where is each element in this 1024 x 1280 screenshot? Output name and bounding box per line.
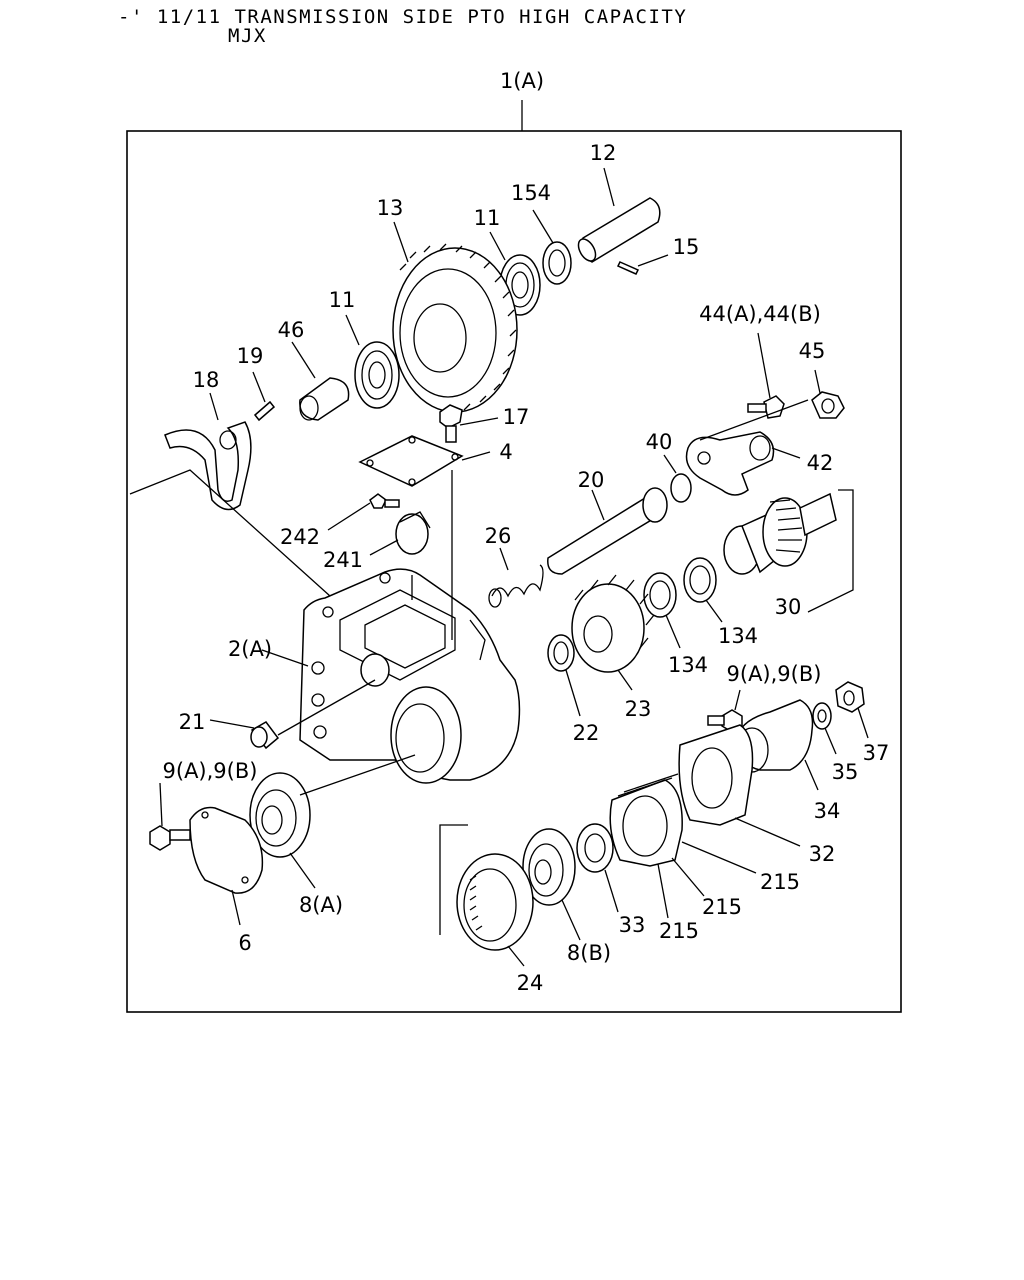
part-26-spring[interactable] (488, 564, 544, 608)
part-24-internal-gear[interactable] (456, 853, 534, 951)
label-4: 4 (499, 440, 512, 464)
label-23: 23 (625, 697, 652, 721)
part-12-shaft[interactable] (575, 197, 661, 264)
label-26: 26 (485, 524, 512, 548)
label-46: 46 (278, 318, 305, 342)
label-134-left: 134 (668, 653, 708, 677)
part-13-gear[interactable] (392, 243, 518, 413)
label-215-b: 215 (702, 895, 742, 919)
label-2A: 2(A) (228, 637, 272, 661)
label-12: 12 (590, 141, 617, 165)
part-22-oil-seal[interactable] (547, 634, 575, 672)
part-8A-ball-bearing[interactable] (249, 772, 311, 858)
label-8A: 8(A) (299, 893, 343, 917)
label-9-right: 9(A),9(B) (727, 662, 822, 686)
part-6-end-cover[interactable] (189, 806, 264, 894)
part-134-needle-bearing-1[interactable] (643, 572, 677, 618)
label-42: 42 (807, 451, 834, 475)
assembly-frame (126, 130, 902, 1013)
label-22: 22 (573, 721, 600, 745)
label-1A: 1(A) (500, 69, 544, 93)
part-42-housing[interactable] (685, 431, 775, 496)
part-30-output-shaft[interactable] (723, 492, 837, 575)
label-242: 242 (280, 525, 320, 549)
part-215-shim-pack[interactable] (609, 773, 683, 867)
label-11-upper: 11 (474, 206, 501, 230)
label-24: 24 (517, 971, 544, 995)
label-35: 35 (832, 760, 859, 784)
label-19: 19 (237, 344, 264, 368)
label-215-c: 215 (659, 919, 699, 943)
part-23-bevel-gear[interactable] (571, 574, 655, 673)
part-15-pin[interactable] (616, 261, 640, 275)
part-18-shift-fork[interactable] (164, 421, 252, 511)
label-9-left: 9(A),9(B) (163, 759, 258, 783)
label-33: 33 (619, 913, 646, 937)
part-46-sleeve[interactable] (299, 377, 350, 421)
part-33-oil-seal[interactable] (576, 823, 614, 873)
label-37: 37 (863, 741, 890, 765)
part-241-plug[interactable] (395, 511, 431, 555)
part-4-cover-plate[interactable] (358, 435, 464, 487)
label-34: 34 (814, 799, 841, 823)
part-44-bolt[interactable] (747, 395, 785, 419)
part-35-washer[interactable] (812, 702, 832, 730)
part-11-bearing-lower[interactable] (354, 341, 400, 409)
part-2A-pto-case[interactable] (299, 568, 521, 784)
label-45: 45 (799, 339, 826, 363)
diagram-title: -' 11/11 TRANSMISSION SIDE PTO HIGH CAPA… (118, 6, 688, 28)
part-242-bolt[interactable] (369, 493, 400, 509)
label-15: 15 (673, 235, 700, 259)
part-154-washer[interactable] (542, 241, 572, 285)
part-45-plug[interactable] (811, 391, 845, 419)
label-154: 154 (511, 181, 551, 205)
part-8B-ball-bearing[interactable] (522, 828, 576, 906)
part-40-o-ring[interactable] (670, 473, 692, 503)
part-32-gasket[interactable] (678, 724, 754, 826)
label-6: 6 (238, 931, 251, 955)
label-17: 17 (503, 405, 530, 429)
label-241: 241 (323, 548, 363, 572)
diagram-subtitle: MJX (228, 25, 267, 47)
label-13: 13 (377, 196, 404, 220)
part-17-bolt[interactable] (439, 404, 463, 443)
label-32: 32 (809, 842, 836, 866)
part-19-pin[interactable] (253, 400, 276, 422)
label-21: 21 (179, 710, 206, 734)
part-134-needle-bearing-2[interactable] (683, 557, 717, 603)
label-30: 30 (775, 595, 802, 619)
label-134-right: 134 (718, 624, 758, 648)
label-11-lower: 11 (329, 288, 356, 312)
part-9-bolt-left[interactable] (149, 825, 191, 851)
part-21-plug[interactable] (250, 721, 280, 750)
label-215-a: 215 (760, 870, 800, 894)
label-20: 20 (578, 468, 605, 492)
label-44: 44(A),44(B) (699, 302, 821, 326)
label-18: 18 (193, 368, 220, 392)
part-20-shaft[interactable] (547, 487, 668, 575)
label-8B: 8(B) (567, 941, 611, 965)
part-37-nut[interactable] (835, 681, 865, 713)
label-40: 40 (646, 430, 673, 454)
